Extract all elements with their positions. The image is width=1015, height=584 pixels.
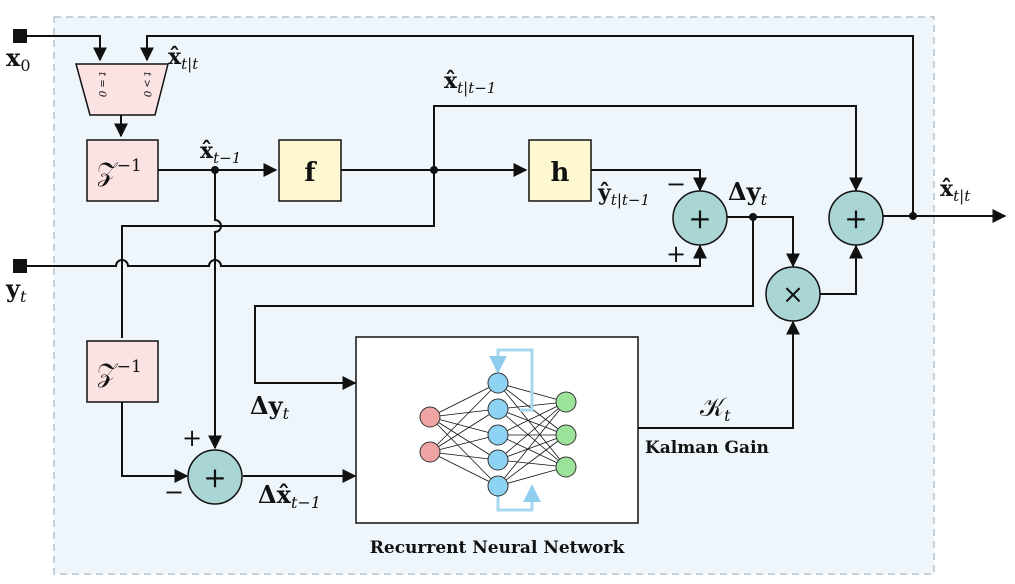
diff-plus-sign: + xyxy=(182,424,202,452)
wires xyxy=(26,35,1007,483)
input-terminal-x0 xyxy=(13,29,27,43)
mux-label-tgt0: t > 0 xyxy=(141,72,152,98)
nn-hidden-node xyxy=(487,398,509,420)
nn-input-node xyxy=(419,441,441,463)
input-label-x0: x0 xyxy=(6,43,31,75)
rnn-network-graphic xyxy=(419,348,577,512)
state-diff-sum-symbol: + xyxy=(203,461,226,494)
nn-output-node xyxy=(555,456,577,478)
nn-hidden-node xyxy=(487,372,509,394)
nn-connection xyxy=(497,401,567,436)
nn-connection xyxy=(429,451,499,461)
nn-connection xyxy=(497,434,567,468)
junction-dot xyxy=(909,212,917,220)
innovation-sum-symbol: + xyxy=(688,202,711,235)
f-block-label: f xyxy=(304,158,317,188)
nn-connection xyxy=(429,434,499,453)
diff-minus-sign: − xyxy=(164,478,184,506)
nn-output-node xyxy=(555,391,577,413)
rnn-caption: Recurrent Neural Network xyxy=(370,538,626,558)
nn-connection xyxy=(497,434,567,487)
nn-connection xyxy=(429,416,499,487)
mux-selector xyxy=(75,63,169,116)
nn-connection xyxy=(429,408,499,453)
nn-hidden-node xyxy=(487,424,509,446)
signal-label-dx-rnn: Δx̂t−1 xyxy=(258,480,321,512)
signal-label-gain: 𝒦t xyxy=(700,393,731,425)
delay-block-top xyxy=(86,139,159,202)
nn-connection xyxy=(497,401,567,461)
signal-label-dy-rnn: Δyt xyxy=(250,391,290,423)
state-update-sum-symbol: + xyxy=(844,202,867,235)
nn-hidden-node xyxy=(487,449,509,471)
state-diff-sum-node xyxy=(187,449,243,505)
signal-label-y-pred: ŷt|t−1 xyxy=(597,180,650,209)
signal-label-x-feedback: x̂t|t xyxy=(168,44,199,73)
nn-connection xyxy=(497,434,567,461)
junction-dot xyxy=(430,166,438,174)
signal-label-x-pred: x̂t|t−1 xyxy=(444,68,496,97)
nn-connection xyxy=(429,408,499,418)
nn-connection xyxy=(429,382,499,418)
nn-connection xyxy=(429,416,499,461)
nn-connection xyxy=(497,466,567,487)
innovation-minus-sign: − xyxy=(666,170,686,198)
input-terminal-y xyxy=(13,259,27,273)
state-update-sum-node xyxy=(828,190,884,246)
mux-label-t0: t = 0 xyxy=(96,72,107,98)
signal-label-output: x̂t|t xyxy=(940,176,971,205)
nn-hidden-node xyxy=(487,475,509,497)
gain-multiply-node xyxy=(765,266,821,322)
nn-output-node xyxy=(555,424,577,446)
delay-block-top-label: 𝒵−1 xyxy=(97,156,142,188)
innovation-plus-sign: + xyxy=(666,240,686,268)
nn-connection xyxy=(497,408,567,436)
signal-label-dy: Δyt xyxy=(728,177,768,209)
rnn-recurrent-loop-bottom xyxy=(496,484,541,512)
nn-connection xyxy=(497,408,567,468)
gain-caption: Kalman Gain xyxy=(645,438,769,458)
rnn-recurrent-loop-top xyxy=(489,348,534,412)
nn-connection xyxy=(497,401,567,487)
h-block-label: h xyxy=(551,158,570,188)
delay-block-bottom xyxy=(86,340,159,403)
junction-dot xyxy=(749,213,757,221)
delay-block-bottom-label: 𝒵−1 xyxy=(97,357,142,389)
h-block xyxy=(528,139,592,202)
nn-connection xyxy=(497,459,567,468)
nn-connection xyxy=(429,416,499,436)
input-label-y: yt xyxy=(5,274,27,306)
gain-multiply-symbol: × xyxy=(782,280,804,310)
nn-input-node xyxy=(419,406,441,428)
signal-label-x-prev: x̂t−1 xyxy=(200,138,241,167)
f-block xyxy=(278,139,342,202)
junction-dot xyxy=(211,166,219,174)
nn-connection xyxy=(497,382,567,468)
innovation-sum-node xyxy=(672,190,728,246)
nn-connection xyxy=(429,382,499,453)
nn-connection xyxy=(429,451,499,487)
